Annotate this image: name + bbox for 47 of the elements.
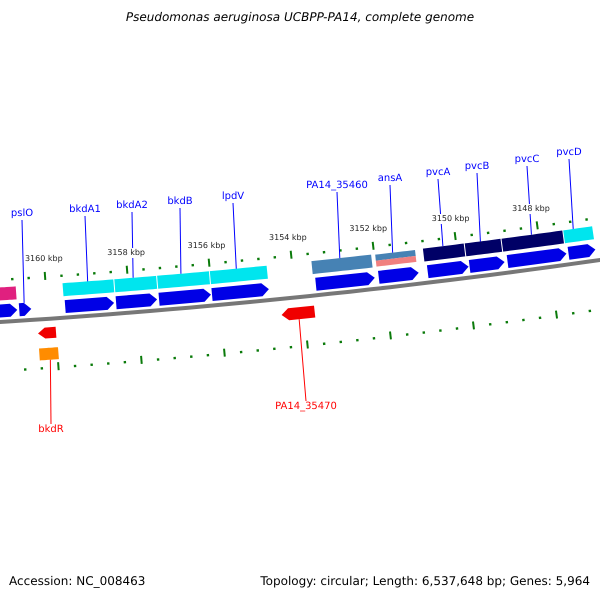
scale-label: 3150 kbp	[430, 214, 470, 224]
gene-feature	[0, 286, 18, 318]
gene-feature	[114, 276, 158, 310]
gene-label: bkdR	[38, 424, 64, 436]
gene-feature	[38, 326, 59, 360]
gene-feature	[563, 226, 596, 260]
leader-line	[180, 208, 182, 274]
gene-label: bkdA1	[69, 204, 101, 216]
gene-feature	[311, 254, 375, 291]
genome-summary-text: Topology: circular; Length: 6,537,648 bp; Genes: 5,964	[260, 574, 590, 588]
scale-label: 3148 kbp	[511, 204, 551, 214]
gene-feature	[502, 230, 566, 268]
accession-text: Accession: NC_008463	[9, 574, 146, 588]
gene-label: pvcD	[556, 147, 582, 159]
scale-label: 3158 kbp	[106, 248, 146, 258]
gene-feature	[157, 271, 211, 306]
gene-label: pvcA	[426, 167, 450, 179]
gene-feature	[210, 266, 269, 301]
leader-line	[298, 318, 306, 402]
leader-line	[336, 192, 340, 259]
gene-label: pslO	[10, 208, 34, 220]
title: Pseudomonas aeruginosa UCBPP-PA14, complete genome	[124, 10, 476, 24]
leader-line	[50, 359, 52, 424]
gene-feature	[422, 244, 469, 278]
leader-line	[232, 202, 237, 270]
gene-label: pvcC	[514, 154, 540, 166]
scale-label: 3156 kbp	[186, 240, 226, 251]
scale-label: 3152 kbp	[348, 224, 388, 234]
gene-feature	[282, 306, 316, 320]
gene-label: lpdV	[222, 191, 244, 203]
scale-label: 3160 kbp	[24, 254, 64, 264]
gene-label: ansA	[378, 173, 402, 185]
gene-label: PA14_35460	[306, 180, 368, 192]
gene-feature	[464, 238, 505, 273]
gene-feature	[62, 279, 114, 313]
leader-line	[568, 158, 574, 230]
leader-line	[84, 216, 88, 282]
gene-feature	[18, 302, 32, 316]
scale-label: 3154 kbp	[268, 232, 308, 243]
leader-line	[390, 184, 394, 254]
gene-label: PA14_35470	[275, 401, 337, 413]
leader-line	[132, 212, 134, 278]
gene-label: bkdA2	[116, 200, 148, 212]
gene-feature	[375, 250, 419, 284]
gene-label: pvcB	[464, 161, 490, 173]
leader-line	[22, 220, 25, 304]
gene-label: bkdB	[167, 196, 193, 208]
